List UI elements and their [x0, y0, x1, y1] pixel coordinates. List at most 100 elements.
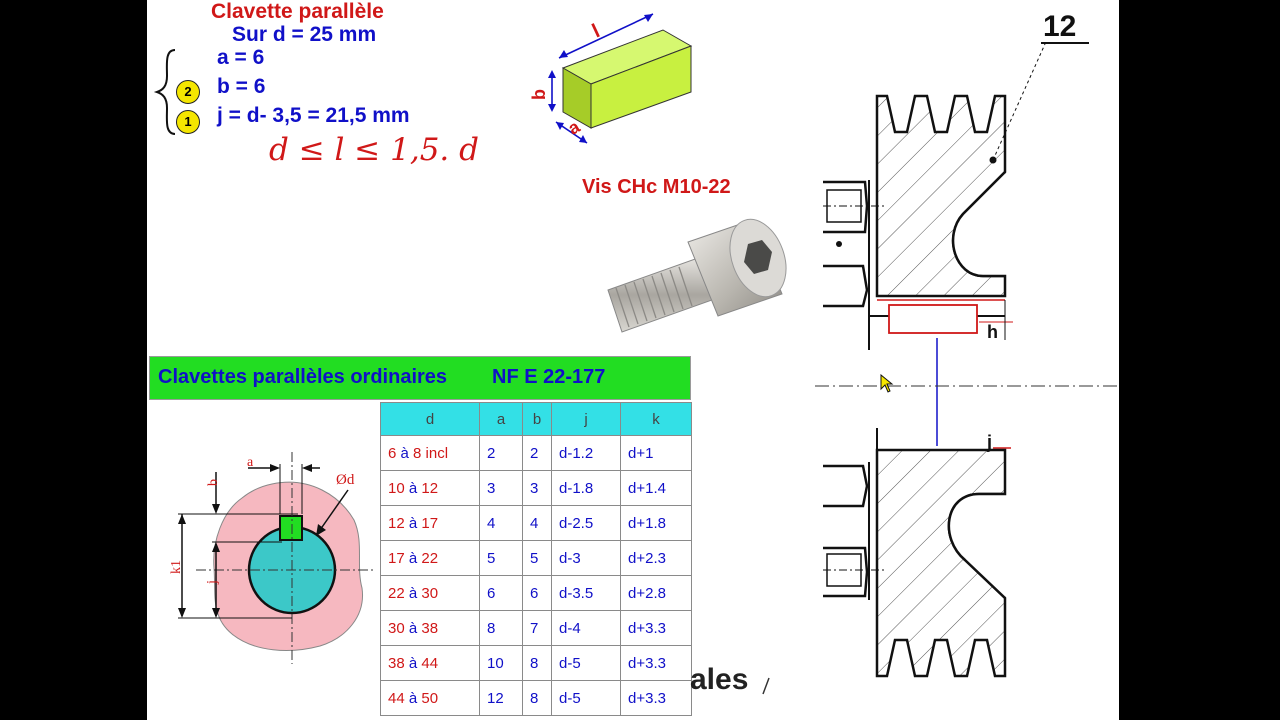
key-dimension-table-panel: Clavettes parallèles ordinaires NF E 22-…	[147, 354, 693, 720]
cell-k: d+2.3	[620, 540, 692, 576]
cell-k: d+2.8	[620, 575, 692, 611]
cell-a: 10	[479, 645, 523, 681]
cell-a: 3	[479, 470, 523, 506]
d-from: 17	[388, 549, 405, 567]
key-label-b: b	[529, 89, 549, 100]
cell-d: 38 à 44	[380, 645, 480, 681]
section-label-k: k1	[169, 560, 184, 574]
section-label-j: j	[205, 580, 220, 585]
socket-head-screw-image	[607, 218, 787, 333]
col-header-d: d	[380, 402, 480, 436]
key-subtitle: Sur d = 25 mm	[232, 23, 377, 46]
d-sep: à	[400, 444, 409, 462]
cell-a: 8	[479, 610, 523, 646]
section-label-d: Ød	[336, 472, 355, 488]
cell-j: d-5	[551, 680, 621, 716]
col-header-a: a	[479, 402, 523, 436]
d-sep: à	[408, 689, 418, 707]
d-to: 30	[421, 584, 439, 602]
cell-b: 7	[522, 610, 552, 646]
cell-k: d+3.3	[620, 610, 692, 646]
col-header-k: k	[620, 402, 692, 436]
cell-k: d+1	[620, 435, 692, 471]
part-number-label: 12	[1043, 10, 1076, 43]
length-formula: d ≤ l ≤ 1,5. d	[269, 132, 479, 168]
d-to: 38	[421, 619, 439, 637]
key-title: Clavette parallèle	[211, 0, 384, 23]
cell-d: 12 à 17	[380, 505, 480, 541]
d-sep: à	[408, 584, 418, 602]
d-to: 22	[421, 549, 439, 567]
slash-mark	[762, 677, 770, 695]
section-label-b: b	[206, 479, 221, 486]
cell-j: d-3.5	[551, 575, 621, 611]
cell-k: d+3.3	[620, 680, 692, 716]
cell-a: 6	[479, 575, 523, 611]
dim-b-line: b = 6	[217, 75, 266, 98]
cell-j: d-2.5	[551, 505, 621, 541]
d-sep: à	[408, 549, 418, 567]
cell-d: 44 à 50	[380, 680, 480, 716]
key-label-l: l	[589, 20, 603, 42]
cell-b: 8	[522, 680, 552, 716]
d-sep: à	[408, 619, 418, 637]
partial-text: ales	[690, 663, 749, 696]
cell-d: 30 à 38	[380, 610, 480, 646]
cell-b: 4	[522, 505, 552, 541]
cell-a: 5	[479, 540, 523, 576]
screw-label: Vis CHc M10-22	[582, 176, 731, 198]
d-to: 12	[421, 479, 439, 497]
section-label-a: a	[247, 455, 254, 470]
assembly-label-j: j	[986, 432, 992, 452]
cell-d: 17 à 22	[380, 540, 480, 576]
col-header-b: b	[522, 402, 552, 436]
table-title-bar: Clavettes parallèles ordinaires NF E 22-…	[149, 356, 691, 400]
marker-2-badge: 2	[176, 80, 200, 104]
d-to: 44	[421, 654, 439, 672]
d-to: 17	[421, 514, 439, 532]
pulley-assembly-drawing: 12 h j	[815, 10, 1119, 678]
cell-a: 4	[479, 505, 523, 541]
cell-a: 12	[479, 680, 523, 716]
marker-1-badge: 1	[176, 110, 200, 134]
shaft-section-drawing: a b Ød j k1	[169, 452, 374, 664]
assembly-label-h: h	[987, 322, 998, 342]
d-sep: à	[408, 654, 418, 672]
cell-j: d-3	[551, 540, 621, 576]
d-from: 22	[388, 584, 405, 602]
cell-k: d+1.8	[620, 505, 692, 541]
d-from: 10	[388, 479, 405, 497]
d-from: 30	[388, 619, 405, 637]
d-sep: à	[408, 514, 418, 532]
d-to: 8 incl	[413, 444, 449, 462]
dim-a-line: a = 6	[217, 46, 265, 69]
table-title: Clavettes parallèles ordinaires	[158, 366, 448, 388]
table-standard: NF E 22-177	[492, 366, 606, 388]
dim-j-line: j = d- 3,5 = 21,5 mm	[217, 104, 410, 127]
d-from: 44	[388, 689, 405, 707]
mouse-cursor-icon	[880, 374, 894, 393]
cell-k: d+1.4	[620, 470, 692, 506]
cell-b: 5	[522, 540, 552, 576]
cell-d: 22 à 30	[380, 575, 480, 611]
cell-j: d-1.2	[551, 435, 621, 471]
d-to: 50	[421, 689, 439, 707]
cell-j: d-4	[551, 610, 621, 646]
cell-a: 2	[479, 435, 523, 471]
cell-b: 3	[522, 470, 552, 506]
d-from: 6	[388, 444, 397, 462]
cell-j: d-5	[551, 645, 621, 681]
cell-d: 6 à 8 incl	[380, 435, 480, 471]
d-from: 12	[388, 514, 405, 532]
cell-d: 10 à 12	[380, 470, 480, 506]
cell-b: 8	[522, 645, 552, 681]
